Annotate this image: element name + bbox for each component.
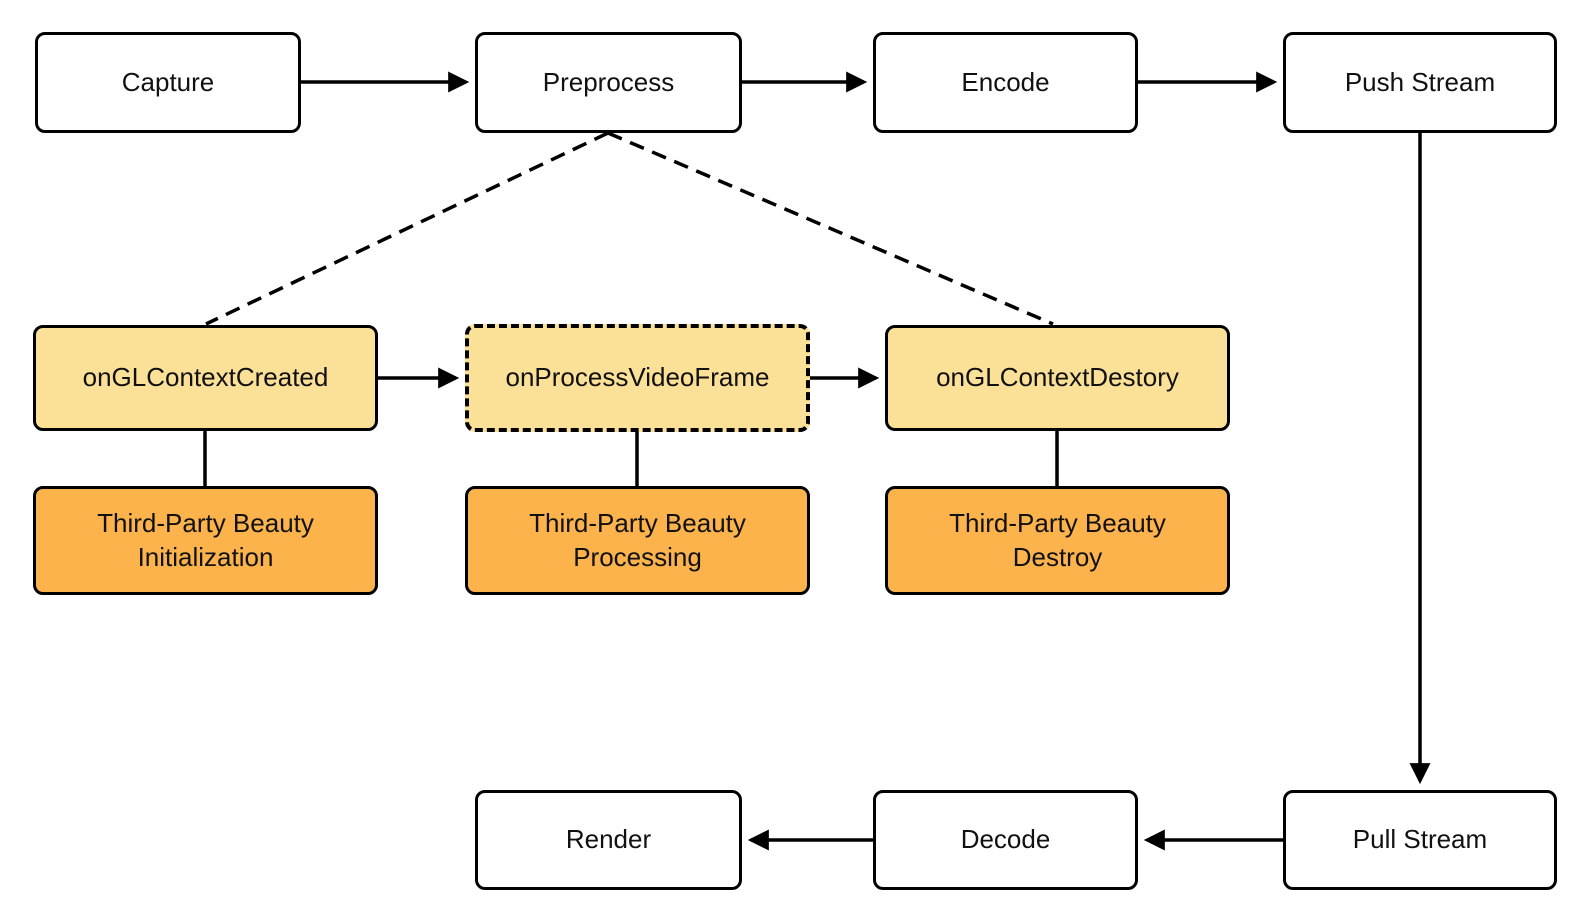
- node-on-gl-context-destory: onGLContextDestory: [885, 325, 1230, 431]
- node-encode-label: Encode: [961, 66, 1050, 97]
- node-pull-stream-label: Pull Stream: [1352, 824, 1488, 855]
- node-preprocess-label: Preprocess: [542, 66, 675, 97]
- node-beauty-processing: Third-Party Beauty Processing: [465, 486, 810, 595]
- dashed-line-preprocess-to-ongl-destory: [607, 131, 1054, 326]
- node-on-gl-context-created-label: onGLContextCreated: [82, 362, 329, 393]
- node-encode: Encode: [873, 32, 1138, 133]
- node-capture-label: Capture: [121, 66, 215, 97]
- dashed-line-preprocess-to-ongl-created: [205, 131, 609, 326]
- node-render-label: Render: [565, 824, 652, 855]
- node-on-process-video-frame: onProcessVideoFrame: [465, 324, 810, 432]
- node-on-gl-context-destory-label: onGLContextDestory: [936, 362, 1179, 393]
- node-render: Render: [475, 790, 742, 890]
- node-decode-label: Decode: [960, 824, 1051, 855]
- node-beauty-destroy: Third-Party Beauty Destroy: [885, 486, 1230, 595]
- node-on-gl-context-created: onGLContextCreated: [33, 325, 378, 431]
- node-beauty-initialization: Third-Party Beauty Initialization: [33, 486, 378, 595]
- node-capture: Capture: [35, 32, 301, 133]
- node-on-process-video-frame-label: onProcessVideoFrame: [505, 362, 770, 393]
- node-push-stream-label: Push Stream: [1344, 66, 1496, 97]
- node-beauty-processing-label: Third-Party Beauty Processing: [529, 507, 746, 572]
- node-pull-stream: Pull Stream: [1283, 790, 1557, 890]
- node-beauty-initialization-label: Third-Party Beauty Initialization: [97, 507, 314, 572]
- node-push-stream: Push Stream: [1283, 32, 1557, 133]
- node-beauty-destroy-label: Third-Party Beauty Destroy: [949, 507, 1166, 572]
- node-decode: Decode: [873, 790, 1138, 890]
- node-preprocess: Preprocess: [475, 32, 742, 133]
